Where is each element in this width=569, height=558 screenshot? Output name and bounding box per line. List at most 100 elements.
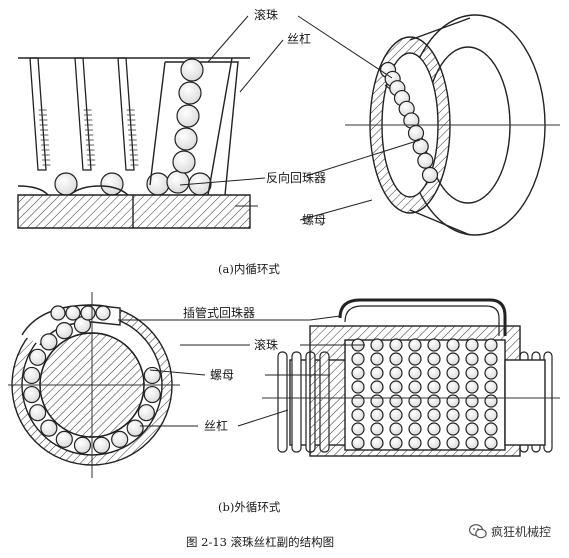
ball [29,404,47,422]
ball [484,338,498,352]
nut-balls [379,61,439,184]
label-ball-a: 滚珠 [254,8,279,22]
ball [408,338,422,352]
ball [408,352,422,366]
ball [23,366,41,385]
ball [50,305,66,321]
nut-ball-grid [351,338,498,450]
leader-lines-b [118,315,365,427]
ball [40,333,58,351]
ball [166,170,190,194]
ball [484,380,498,394]
label-tube-b: 插管式回珠器 [183,306,256,320]
ball [427,380,441,394]
ball [427,394,441,408]
ball [446,338,460,352]
ball [408,408,422,422]
ball [389,338,403,352]
label-nut-a: 螺母 [302,213,327,227]
caption-a: (a)内循环式 [218,262,280,276]
ball [137,404,155,422]
ball [351,352,365,366]
ball [370,408,384,422]
ball [95,305,111,321]
label-nut-b: 螺母 [210,368,235,382]
ball [408,394,422,408]
ball [143,385,161,404]
ball [370,366,384,380]
ball [92,436,111,454]
ball [465,408,479,422]
ball [389,408,403,422]
ball [351,436,365,450]
ball [370,352,384,366]
ball [446,352,460,366]
return-path-balls [172,58,204,174]
ball [389,380,403,394]
ball [370,436,384,450]
ball [465,352,479,366]
ball [73,436,92,454]
ball [427,422,441,436]
ball [465,380,479,394]
ball [446,394,460,408]
ball [484,352,498,366]
ball [351,422,365,436]
ball [55,322,73,340]
ball [446,436,460,450]
ball [465,422,479,436]
ball [40,419,58,437]
watermark-text: 疯狂机械控 [490,525,551,539]
watermark: 疯狂机械控 [468,523,551,540]
ball [465,436,479,450]
wechat-icon [468,524,487,539]
ball [172,150,196,174]
ball [427,366,441,380]
ball [484,366,498,380]
ball [446,380,460,394]
ball [389,394,403,408]
ball [421,166,439,184]
ball [417,152,434,169]
ball [178,81,202,105]
ball [351,394,365,408]
ball [484,394,498,408]
label-screw-b: 丝杠 [204,419,229,433]
ball [446,422,460,436]
ball [408,436,422,450]
ball [389,366,403,380]
ball [446,366,460,380]
ball [174,127,198,151]
ball [465,338,479,352]
ball [389,436,403,450]
ball [370,338,384,352]
caption-b: (b)外循环式 [218,500,281,514]
figure-caption: 图 2-13 滚珠丝杠副的结构图 [186,535,335,549]
ball [484,422,498,436]
ball [351,408,365,422]
ball [407,124,425,142]
leader-lines-a [179,15,421,221]
ball [111,430,129,448]
ball [427,338,441,352]
internal-cutaway [17,57,251,229]
ball [65,305,81,321]
ball [143,366,161,385]
ball [370,380,384,394]
ring-balls [23,305,161,454]
ball [427,436,441,450]
ball [408,422,422,436]
ball [465,366,479,380]
ball [176,104,200,128]
ball [370,422,384,436]
ball [484,408,498,422]
ball [465,394,479,408]
ball [370,394,384,408]
ball [408,366,422,380]
ball [351,380,365,394]
label-ball-b: 滚珠 [254,338,279,352]
ball [126,419,144,437]
ball [351,366,365,380]
